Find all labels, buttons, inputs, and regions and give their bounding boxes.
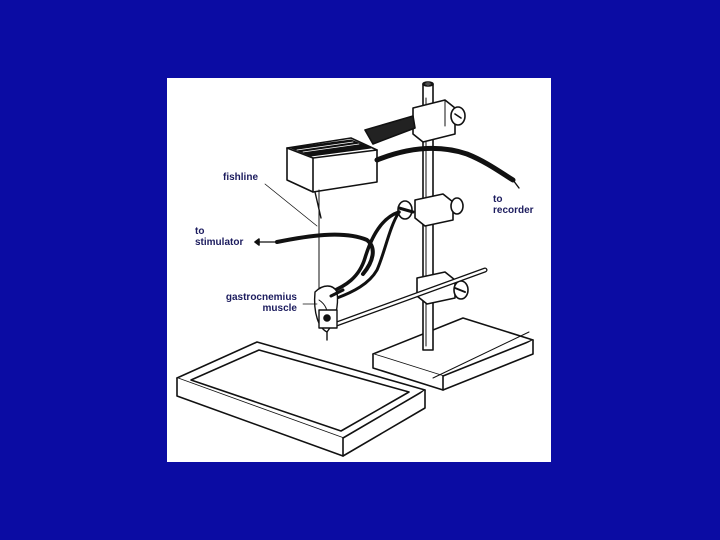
middle-clamp — [397, 193, 464, 227]
horizontal-muscle-rod — [328, 267, 488, 329]
force-transducer-box — [286, 137, 378, 193]
label-gastrocnemius-muscle: gastrocnemius muscle — [223, 292, 297, 314]
label-fishline: fishline — [223, 172, 258, 183]
label-stimulator-line2: stimulator — [195, 237, 244, 248]
label-fishline-text: fishline — [223, 172, 259, 183]
stimulator-cable — [275, 232, 375, 276]
apparatus-drawing — [176, 81, 534, 457]
stand-base — [372, 317, 534, 391]
label-muscle-line1: gastrocnemius — [225, 292, 297, 303]
top-clamp — [364, 99, 466, 145]
label-stimulator-line1: to — [195, 226, 205, 237]
gastrocnemius-muscle — [313, 285, 345, 341]
label-to-recorder: to recorder — [493, 194, 534, 216]
muscle-bath-tray — [176, 341, 426, 457]
recorder-cable — [374, 145, 516, 183]
label-recorder-line1: to — [493, 194, 503, 205]
electrode-wire-2 — [335, 210, 401, 300]
apparatus-figure: fishline to recorder to stimulator gastr… — [167, 78, 551, 462]
label-to-stimulator: to stimulator — [195, 226, 243, 248]
label-recorder-line2: recorder — [493, 205, 534, 216]
electrode-wire-1 — [329, 210, 401, 294]
label-muscle-line2: muscle — [262, 303, 297, 314]
